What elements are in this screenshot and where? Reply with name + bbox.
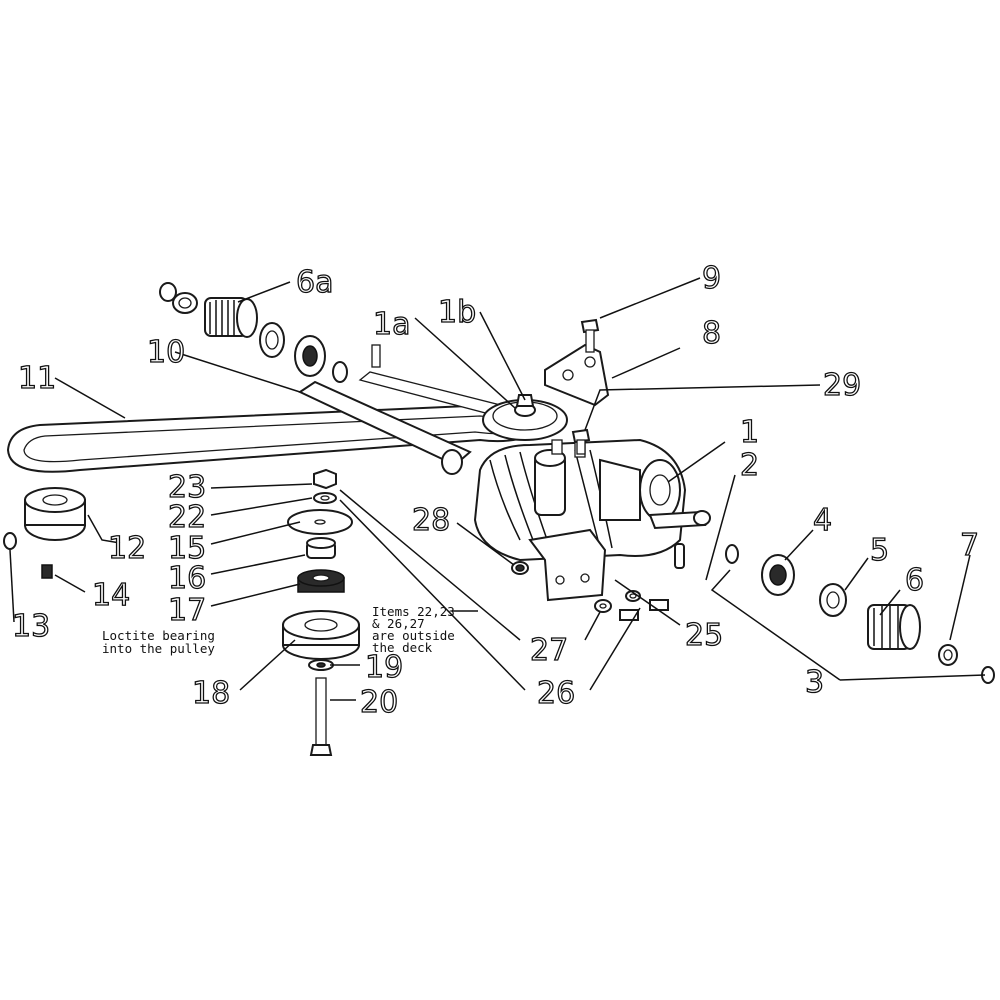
callout-11: 11	[18, 361, 56, 396]
pin-2	[674, 543, 685, 569]
gear-6	[867, 604, 921, 650]
bearing-17	[297, 569, 345, 593]
callout-19: 19	[365, 650, 403, 685]
washer-27	[594, 599, 612, 613]
callout-26: 26	[537, 676, 575, 711]
items-note: Items 22,23 & 26,27 are outside the deck	[372, 604, 478, 655]
bolt-26b	[649, 599, 669, 611]
callout-9: 9	[702, 261, 721, 296]
pulley-12	[24, 487, 86, 541]
leader-lines	[9, 277, 986, 701]
spacer-5	[819, 583, 847, 617]
callout-22: 22	[168, 500, 206, 535]
upper-shaft-assembly	[159, 282, 522, 475]
washer-7	[938, 644, 958, 666]
items-note-line4: the deck	[372, 640, 433, 655]
gear-6a	[204, 297, 258, 338]
callout-13: 13	[12, 609, 50, 644]
callout-12: 12	[108, 531, 146, 566]
callout-1b: 1b	[438, 295, 476, 330]
callout-16: 16	[168, 561, 206, 596]
bolt-20	[309, 677, 333, 756]
key-14	[41, 564, 53, 579]
bolt-26a	[619, 609, 639, 621]
callout-18: 18	[192, 676, 230, 711]
callout-2: 2	[740, 448, 759, 483]
callout-23: 23	[168, 470, 206, 505]
bolt-9	[580, 318, 600, 353]
drive-belt	[6, 403, 548, 473]
washer-22	[313, 492, 337, 504]
callout-1a: 1a	[373, 307, 410, 342]
snap-ring-3a	[725, 544, 739, 564]
callout-6: 6	[905, 563, 924, 598]
callout-6a: 6a	[296, 265, 333, 300]
bracket-8	[544, 343, 610, 407]
callout-5: 5	[870, 533, 889, 568]
callout-20: 20	[360, 685, 398, 720]
callout-7: 7	[960, 528, 979, 563]
callout-29: 29	[823, 368, 861, 403]
callout-1: 1	[740, 415, 759, 450]
bracket-25	[511, 528, 607, 602]
plate-15	[287, 509, 353, 535]
callout-15: 15	[168, 531, 206, 566]
callout-14: 14	[92, 578, 130, 613]
callout-27: 27	[530, 633, 568, 668]
set-screw-13	[3, 532, 17, 550]
bolt-29	[571, 428, 591, 455]
callout-28: 28	[412, 503, 450, 538]
loctite-note-line1: Loctite bearing	[102, 628, 215, 643]
pulley-18	[282, 610, 360, 660]
washer-26	[625, 590, 641, 602]
spacer-16	[306, 537, 336, 559]
items-note-line2: & 26,27	[372, 616, 425, 631]
washer-19	[308, 659, 334, 671]
loctite-note-line2: into the pulley	[102, 641, 215, 656]
nut-23	[313, 468, 337, 490]
items-note-line3: are outside	[372, 628, 455, 643]
callout-10: 10	[147, 335, 185, 370]
callouts: 6a 9 8 29 10 11 1a 1b 1 2 4 5 6 7 3 23 2…	[11, 260, 979, 720]
callout-17: 17	[168, 593, 206, 628]
callout-3: 3	[805, 665, 824, 700]
callout-4: 4	[813, 503, 832, 538]
loctite-note: Loctite bearing into the pulley	[102, 628, 215, 656]
items-note-line1: Items 22,23	[372, 604, 455, 619]
callout-25: 25	[685, 618, 723, 653]
transmission-housing	[473, 431, 711, 562]
bearing-4	[761, 554, 795, 596]
pulley-1b	[482, 394, 568, 441]
callout-8: 8	[702, 316, 721, 351]
